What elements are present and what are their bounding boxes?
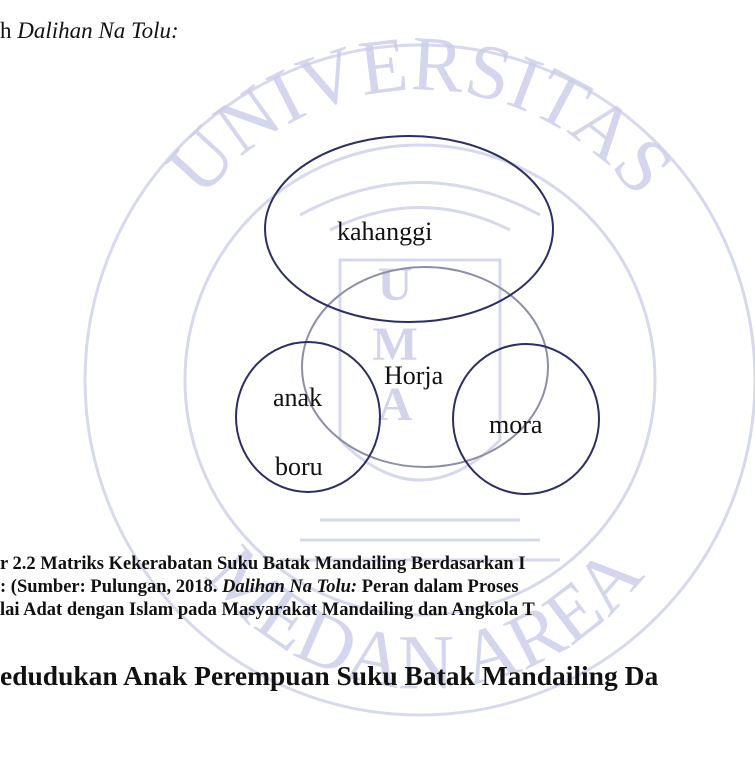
watermark-seal-letter-a: A: [378, 378, 413, 431]
section-heading: edudukan Anak Perempuan Suku Batak Manda…: [0, 660, 659, 691]
anak-boru-circle: [235, 341, 381, 493]
caption-line-3: lai Adat dengan Islam pada Masyarakat Ma…: [0, 600, 535, 620]
label-kahanggi: kahanggi: [337, 217, 432, 246]
intro-emphasis: Dalihan Na Tolu:: [17, 18, 179, 43]
mora-circle: [452, 343, 600, 495]
intro-prefix: h: [0, 18, 18, 43]
label-anak: anak: [273, 383, 322, 412]
caption-line-2: : (Sumber: Pulungan, 2018. Dalihan Na To…: [0, 576, 535, 599]
watermark-outer-ring: [83, 43, 755, 717]
watermark-seal-letter-u: U: [378, 258, 413, 311]
kahanggi-ellipse: [264, 135, 554, 323]
watermark-inner-ring: [183, 143, 657, 617]
watermark-emblem-base: [280, 518, 560, 562]
caption-line-2-title: Dalihan Na Tolu:: [222, 577, 358, 597]
caption-line-2-source: : (Sumber: Pulungan, 2018.: [0, 577, 223, 597]
watermark-seal-letter-m: M: [372, 318, 417, 371]
watermark-emblem-shield: [338, 258, 502, 482]
label-mora: mora: [489, 410, 543, 439]
intro-text: h Dalihan Na Tolu:: [0, 18, 179, 44]
figure-caption: r 2.2 Matriks Kekerabatan Suku Batak Man…: [0, 553, 535, 622]
caption-line-2-rest: Peran dalam Proses: [357, 577, 519, 597]
caption-line-1: r 2.2 Matriks Kekerabatan Suku Batak Man…: [0, 554, 526, 574]
horja-circle: [301, 266, 549, 468]
label-boru: boru: [275, 452, 323, 481]
label-horja: Horja: [384, 361, 444, 390]
watermark-emblem-wings: [299, 181, 541, 232]
